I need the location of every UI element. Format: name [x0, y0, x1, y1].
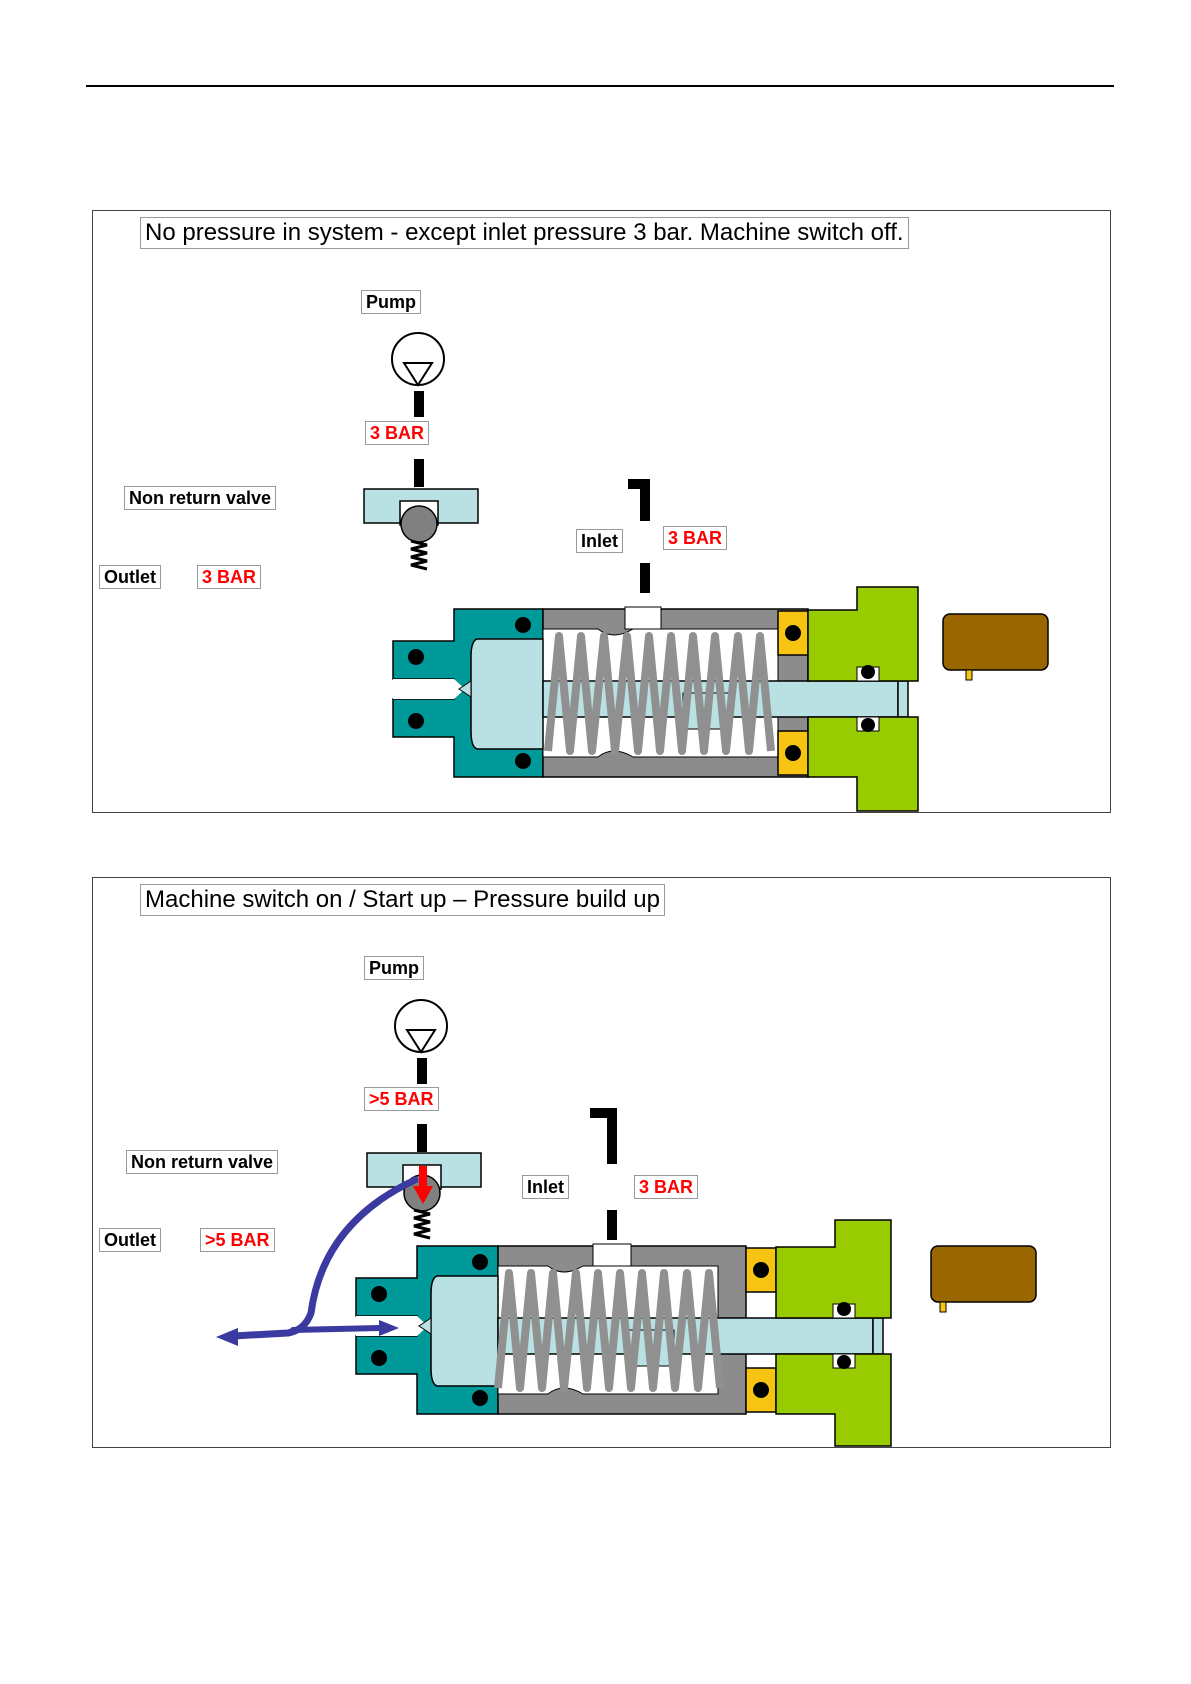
- pump-pipe-upper: [417, 1058, 427, 1084]
- main-valve-assembly: [356, 1220, 1036, 1446]
- pump-pipe-lower: [417, 1124, 427, 1152]
- valve-spring-icon: [411, 541, 427, 569]
- inlet-pressure-label: 3 BAR: [663, 526, 727, 550]
- valve-spring-icon: [414, 1210, 430, 1238]
- outlet-flow-arrowhead-icon: [216, 1328, 238, 1346]
- outlet-label: Outlet: [99, 1228, 161, 1252]
- non-return-valve-label: Non return valve: [126, 1150, 278, 1174]
- non-return-valve-label: Non return valve: [124, 486, 276, 510]
- inlet-pipe-lower: [640, 563, 650, 593]
- inlet-pipe: [590, 1113, 612, 1164]
- panel-title: Machine switch on / Start up – Pressure …: [140, 884, 665, 916]
- valve-diagram-1: [93, 211, 1110, 812]
- non-return-valve: [364, 489, 478, 569]
- pump-pressure-label: 3 BAR: [365, 421, 429, 445]
- pump-label: Pump: [364, 956, 424, 980]
- outlet-label: Outlet: [99, 565, 161, 589]
- inlet-label: Inlet: [576, 529, 623, 553]
- actuator-block: [943, 614, 1048, 670]
- page-header-rule: [86, 85, 1114, 87]
- pump-icon: [395, 1000, 447, 1052]
- diagram-panel-pressure-build-up: Machine switch on / Start up – Pressure …: [92, 877, 1111, 1448]
- outlet-pressure-label: >5 BAR: [200, 1228, 275, 1252]
- valve-ball: [401, 506, 437, 542]
- outlet-pressure-label: 3 BAR: [197, 565, 261, 589]
- inlet-pressure-label: 3 BAR: [634, 1175, 698, 1199]
- diagram-panel-no-pressure: No pressure in system - except inlet pre…: [92, 210, 1111, 813]
- pump-icon: [392, 333, 444, 385]
- actuator-block: [931, 1246, 1036, 1302]
- inlet-pipe: [628, 484, 645, 521]
- pump-pipe-lower: [414, 459, 424, 487]
- pump-pressure-label: >5 BAR: [364, 1087, 439, 1111]
- panel-title: No pressure in system - except inlet pre…: [140, 217, 909, 249]
- pump-label: Pump: [361, 290, 421, 314]
- inlet-pipe-lower: [607, 1210, 617, 1240]
- pump-pipe-upper: [414, 391, 424, 417]
- main-valve-assembly: [393, 587, 1048, 811]
- inlet-label: Inlet: [522, 1175, 569, 1199]
